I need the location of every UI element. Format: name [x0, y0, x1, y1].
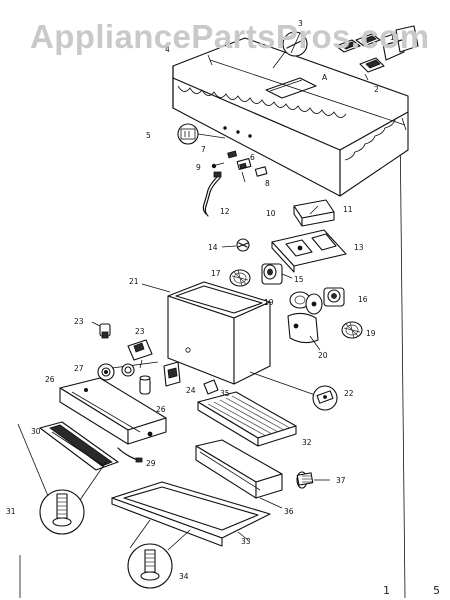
callout-21: 21: [129, 277, 139, 286]
motor-assembly-part-20: [287, 291, 323, 351]
callout-10: 10: [266, 209, 276, 218]
callout-13: 13: [354, 243, 364, 252]
callout-7: 7: [201, 145, 206, 154]
callout-15: 15: [294, 275, 304, 284]
screw-part-14: [221, 238, 250, 252]
filter-holder-part-10: [293, 199, 335, 227]
knob-ring-part-27: [97, 361, 159, 381]
control-panel-part-26: [59, 377, 167, 445]
callout-35: 35: [220, 389, 230, 398]
bottom-cover-part-33: [111, 481, 271, 547]
callout-34: 34: [179, 572, 189, 581]
callout-26-b: 26: [156, 405, 166, 414]
housing-box-part-21: [141, 281, 319, 397]
callout-14: 14: [208, 243, 218, 252]
callout-37: 37: [336, 476, 346, 485]
callout-29: 29: [146, 459, 156, 468]
callout-3: 3: [298, 19, 303, 28]
wire-part-29: [117, 447, 143, 463]
clip-part-35: [203, 379, 219, 395]
callout-20: 20: [318, 351, 328, 360]
lamp-socket-part-15: [261, 263, 293, 285]
callout-22: 22: [344, 389, 354, 398]
callout-27: 27: [74, 364, 84, 373]
lens-strip-part-36: [195, 439, 283, 509]
wire-harness-part-12: [202, 171, 222, 217]
callout-labels: 4 1 2 3 5 6 7 8 9 10 11 12 13 14 15 16 1…: [6, 19, 395, 581]
hood-shell-part: [172, 37, 409, 197]
callout-23-b: 23: [135, 327, 145, 336]
callout-8: 8: [265, 179, 270, 188]
circled-fuse-part-22: [312, 385, 338, 411]
callout-2: 2: [374, 85, 379, 94]
switch-block-part-25: [127, 339, 153, 369]
callout-11: 11: [343, 205, 353, 214]
lamp-tray-part-13: [271, 229, 347, 273]
callout-5: 5: [146, 131, 151, 140]
lens-part-30: [39, 421, 119, 471]
callout-12: 12: [220, 207, 230, 216]
callout-19-a: 19: [264, 298, 274, 307]
blower-wheel-part-19: [341, 321, 363, 339]
control-knob-part-23: [91, 321, 111, 339]
bracket-part-24: [163, 361, 181, 387]
corner-mark-2: 5: [433, 584, 440, 597]
screw-part-34: [127, 519, 191, 589]
callout-17: 17: [211, 269, 221, 278]
screw-part-31: [17, 423, 107, 535]
dimension-a-label: A: [322, 73, 328, 82]
callout-26-a: 26: [45, 375, 55, 384]
callout-30: 30: [31, 427, 41, 436]
callout-19-b: 19: [366, 329, 376, 338]
filter-part-32: [197, 391, 297, 447]
callout-4: 4: [165, 45, 170, 54]
callout-1: 1: [390, 33, 395, 42]
circled-label-part-5: [177, 123, 226, 145]
callout-36: 36: [284, 507, 294, 516]
socket-part-16: [323, 287, 345, 307]
callout-16: 16: [358, 295, 368, 304]
callout-6: 6: [250, 153, 255, 162]
cylinder-part-26: [139, 375, 151, 395]
bracket-part-1: [335, 25, 419, 61]
screw-part-37: [296, 471, 330, 489]
corner-mark-1: 1: [383, 584, 390, 597]
callout-32: 32: [302, 438, 312, 447]
bracket-part-2: [359, 57, 385, 81]
callout-24: 24: [186, 386, 196, 395]
diagram-frame-line: [399, 119, 406, 599]
callout-31: 31: [6, 507, 16, 516]
callout-23-a: 23: [74, 317, 84, 326]
switch-parts-6-9: [211, 150, 268, 183]
detail-circle-3: [282, 31, 308, 57]
blower-wheel-part-17: [229, 269, 251, 287]
callout-33: 33: [241, 537, 251, 546]
callout-9: 9: [196, 163, 201, 172]
